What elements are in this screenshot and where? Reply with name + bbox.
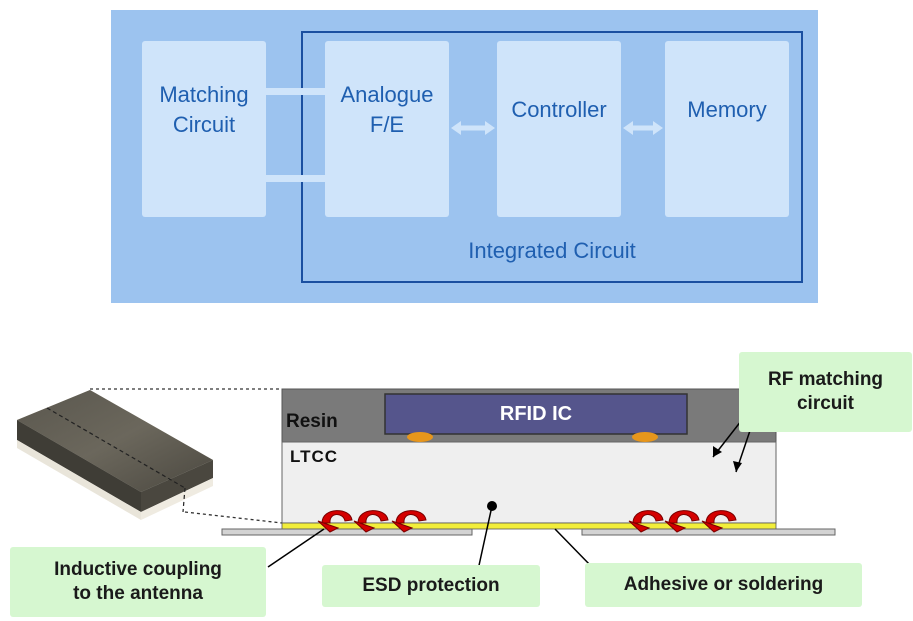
antenna-plate-right bbox=[581, 528, 836, 536]
package-cross-section bbox=[17, 388, 836, 571]
coil-left-group bbox=[317, 510, 427, 533]
analogue-fe-label-line1: Analogue bbox=[340, 82, 434, 107]
rf-matching-line2: circuit bbox=[796, 393, 855, 414]
matching-circuit-label-line2: Circuit bbox=[172, 112, 236, 137]
memory-block: Memory bbox=[665, 41, 789, 217]
resin-label: Resin bbox=[286, 411, 338, 432]
rf-matching-line1: RF matching bbox=[767, 369, 884, 390]
esd-protection-label: ESD protection bbox=[362, 575, 500, 596]
analogue-controller-double-arrow-icon bbox=[451, 121, 495, 135]
integrated-circuit-label: Integrated Circuit bbox=[468, 238, 636, 263]
matching-circuit-block: Matching Circuit bbox=[142, 41, 266, 217]
rfid-ic-label: RFID IC bbox=[499, 403, 573, 425]
inductive-coupling-line1: Inductive coupling bbox=[54, 559, 222, 580]
esd-protection-callout: ESD protection bbox=[322, 565, 540, 607]
inductive-coupling-line2: to the antenna bbox=[73, 583, 203, 604]
memory-label: Memory bbox=[687, 97, 767, 122]
integrated-circuit-frame bbox=[301, 31, 803, 283]
antenna-plate-left bbox=[221, 528, 473, 536]
rf-matching-callout: RF matching circuit bbox=[739, 352, 912, 432]
controller-block: Controller bbox=[497, 41, 621, 217]
controller-label: Controller bbox=[511, 97, 607, 122]
adhesive-label: Adhesive or soldering bbox=[623, 574, 824, 595]
controller-memory-double-arrow-icon bbox=[623, 121, 663, 135]
analogue-fe-label-line2: F/E bbox=[369, 112, 405, 137]
coil-right-group bbox=[628, 510, 737, 533]
rfid-ic-chip bbox=[384, 393, 688, 435]
matching-analogue-link-top bbox=[266, 88, 325, 95]
ltcc-label: LTCC bbox=[290, 447, 339, 466]
solder-bump-left bbox=[407, 432, 433, 442]
adhesive-strip bbox=[281, 522, 777, 530]
inductive-coupling-callout: Inductive coupling to the antenna bbox=[10, 547, 266, 617]
matching-circuit-label-line1: Matching bbox=[159, 82, 249, 107]
adhesive-callout: Adhesive or soldering bbox=[585, 563, 862, 607]
module-photo bbox=[17, 390, 213, 520]
analogue-fe-block: Analogue F/E bbox=[325, 41, 449, 217]
solder-bump-right bbox=[632, 432, 658, 442]
ltcc-layer bbox=[281, 441, 777, 524]
matching-analogue-link-bottom bbox=[266, 175, 325, 182]
